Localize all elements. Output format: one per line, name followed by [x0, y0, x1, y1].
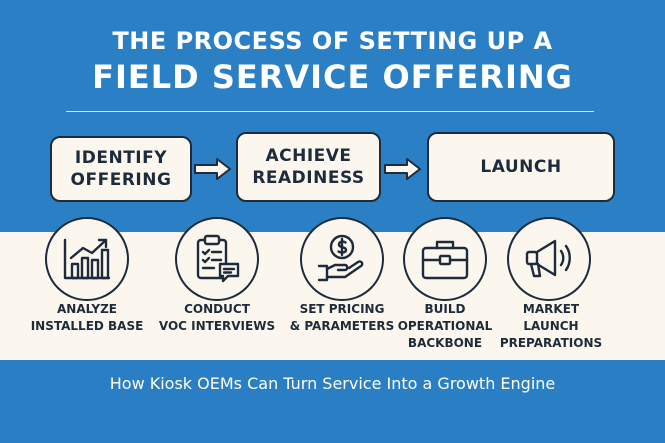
clipboard-chat-icon: [196, 234, 240, 283]
arrow-right-icon: [194, 158, 231, 180]
step-label-line-1: ACHIEVE: [265, 146, 352, 166]
activity-circle-pricing: [300, 217, 384, 301]
caption-pricing: SET PRICING & PARAMETERS: [280, 301, 404, 335]
step-label-line-2: READINESS: [252, 168, 365, 188]
step-label-line-2: OFFERING: [70, 170, 172, 190]
step-achieve-readiness: ACHIEVE READINESS: [236, 132, 381, 202]
growth-chart-icon: [63, 238, 111, 280]
caption-line-1: ANALYZE: [57, 302, 117, 316]
hand-coin-icon: [317, 234, 364, 282]
briefcase-icon: [421, 240, 469, 280]
title-line-2: FIELD SERVICE OFFERING: [92, 58, 573, 96]
arrow-right-icon: [384, 158, 421, 180]
caption-conduct: CONDUCT VOC INTERVIEWS: [150, 301, 284, 335]
caption-analyze: ANALYZE INSTALLED BASE: [17, 301, 157, 335]
caption-line-2: LAUNCH: [523, 319, 579, 333]
step-identify-offering: IDENTIFY OFFERING: [50, 136, 192, 202]
caption-line-3: BACKBONE: [407, 336, 483, 350]
subtitle: How Kiosk OEMs Can Turn Service Into a G…: [109, 374, 556, 393]
step-label-line-1: LAUNCH: [480, 157, 562, 177]
caption-market: MARKET LAUNCH PREPARATIONS: [497, 301, 605, 352]
caption-line-2: OPERATIONAL: [397, 319, 493, 333]
title-divider: [66, 111, 594, 112]
title-line-1: THE PROCESS OF SETTING UP A: [112, 27, 553, 55]
activity-circle-build: [403, 217, 487, 301]
megaphone-icon: [525, 239, 571, 278]
caption-line-2: & PARAMETERS: [289, 319, 395, 333]
footer-band: [0, 360, 665, 443]
caption-line-1: BUILD: [424, 302, 466, 316]
activity-circle-market: [507, 217, 591, 301]
caption-line-1: SET PRICING: [299, 302, 385, 316]
activity-circle-analyze: [45, 217, 129, 301]
activity-circle-conduct: [175, 217, 259, 301]
caption-build: BUILD OPERATIONAL BACKBONE: [394, 301, 496, 352]
caption-line-1: MARKET: [522, 302, 580, 316]
caption-line-2: INSTALLED BASE: [30, 319, 144, 333]
step-label-line-1: IDENTIFY: [74, 148, 168, 168]
caption-line-3: PREPARATIONS: [499, 336, 603, 350]
caption-line-1: CONDUCT: [184, 302, 250, 316]
caption-line-2: VOC INTERVIEWS: [158, 319, 276, 333]
step-launch: LAUNCH: [427, 132, 615, 202]
